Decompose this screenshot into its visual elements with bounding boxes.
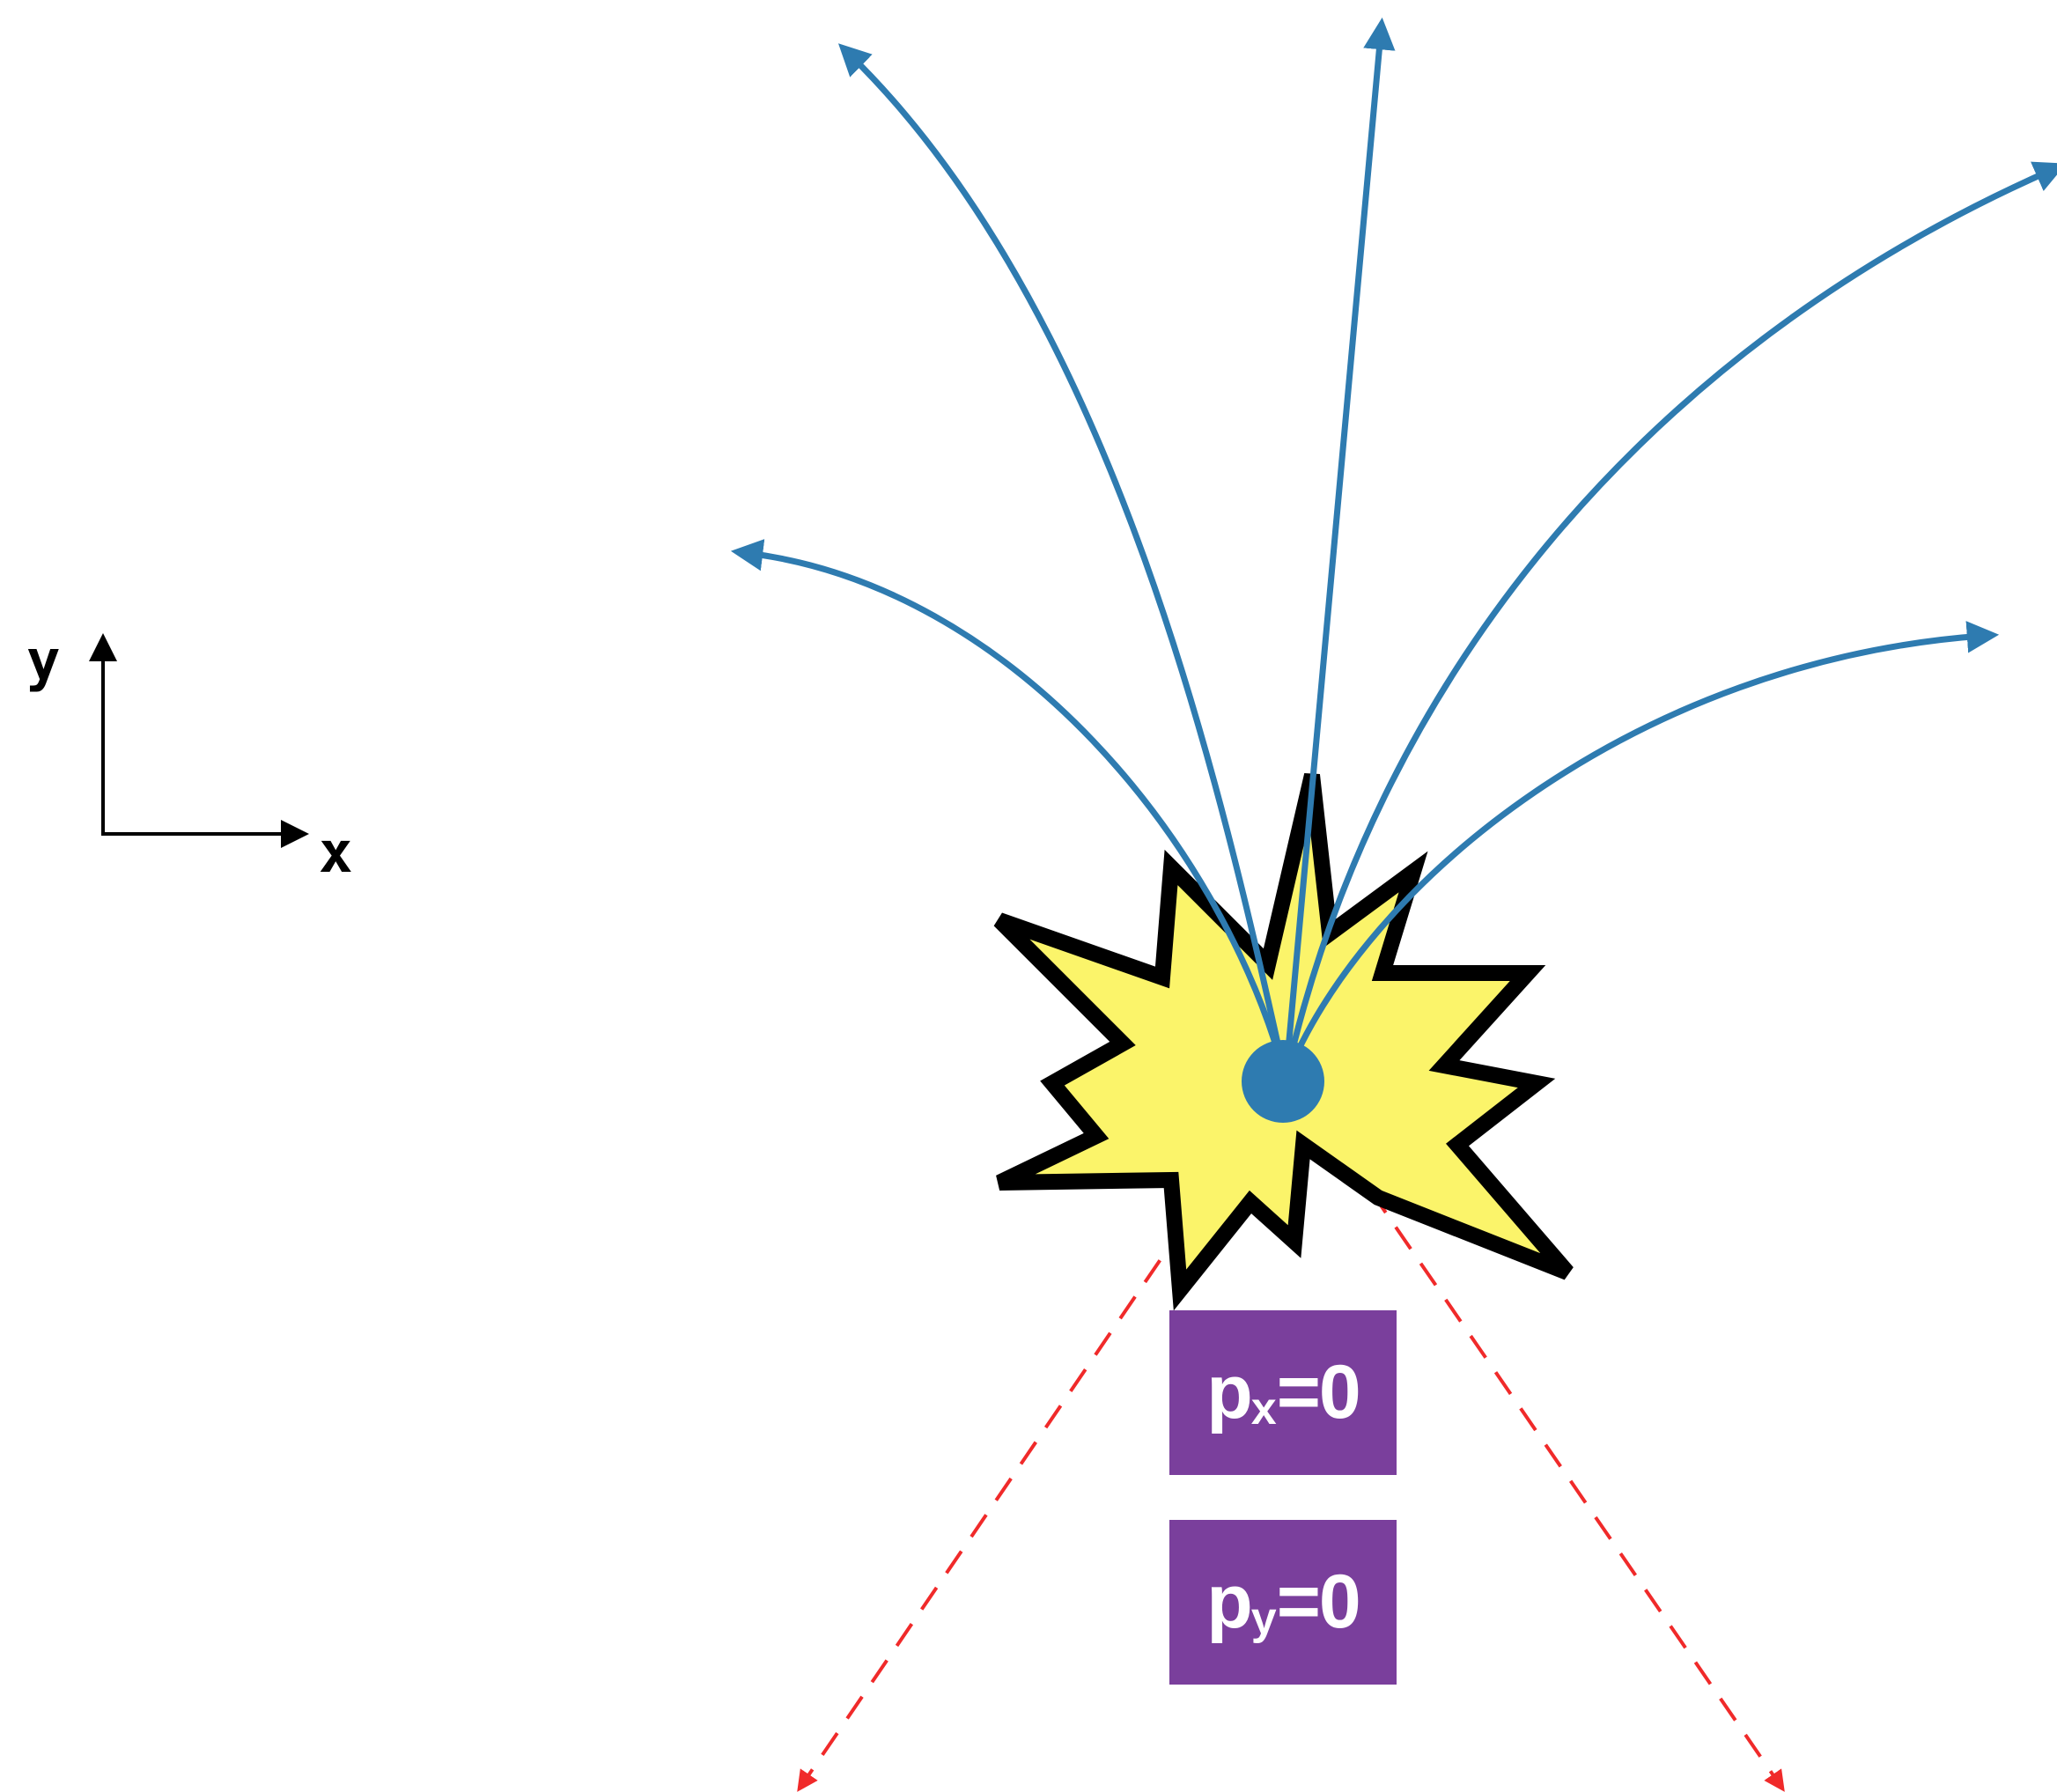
- track-upper-right: [1282, 161, 2057, 1080]
- explosion-icon: [993, 772, 1574, 1311]
- coordinate-axes: y x: [26, 629, 353, 886]
- explosion-star: [993, 772, 1574, 1311]
- interaction-vertex: [1242, 1040, 1324, 1123]
- py-symbol: p: [1206, 1560, 1253, 1644]
- py-value: =0: [1276, 1560, 1361, 1644]
- track-left: [730, 539, 1289, 1080]
- px-symbol: p: [1206, 1350, 1253, 1434]
- track-upper-left: [837, 43, 1289, 1080]
- track-up: [1282, 17, 1396, 1080]
- px-value: =0: [1276, 1350, 1361, 1434]
- particle-tracks: [730, 17, 2057, 1080]
- track-right: [1282, 621, 2000, 1080]
- missing-right: [1319, 1117, 1785, 1792]
- px-subscript: x: [1250, 1383, 1277, 1434]
- x-axis-label: x: [319, 821, 353, 886]
- py-subscript: y: [1250, 1592, 1277, 1644]
- y-axis-label: y: [26, 629, 61, 694]
